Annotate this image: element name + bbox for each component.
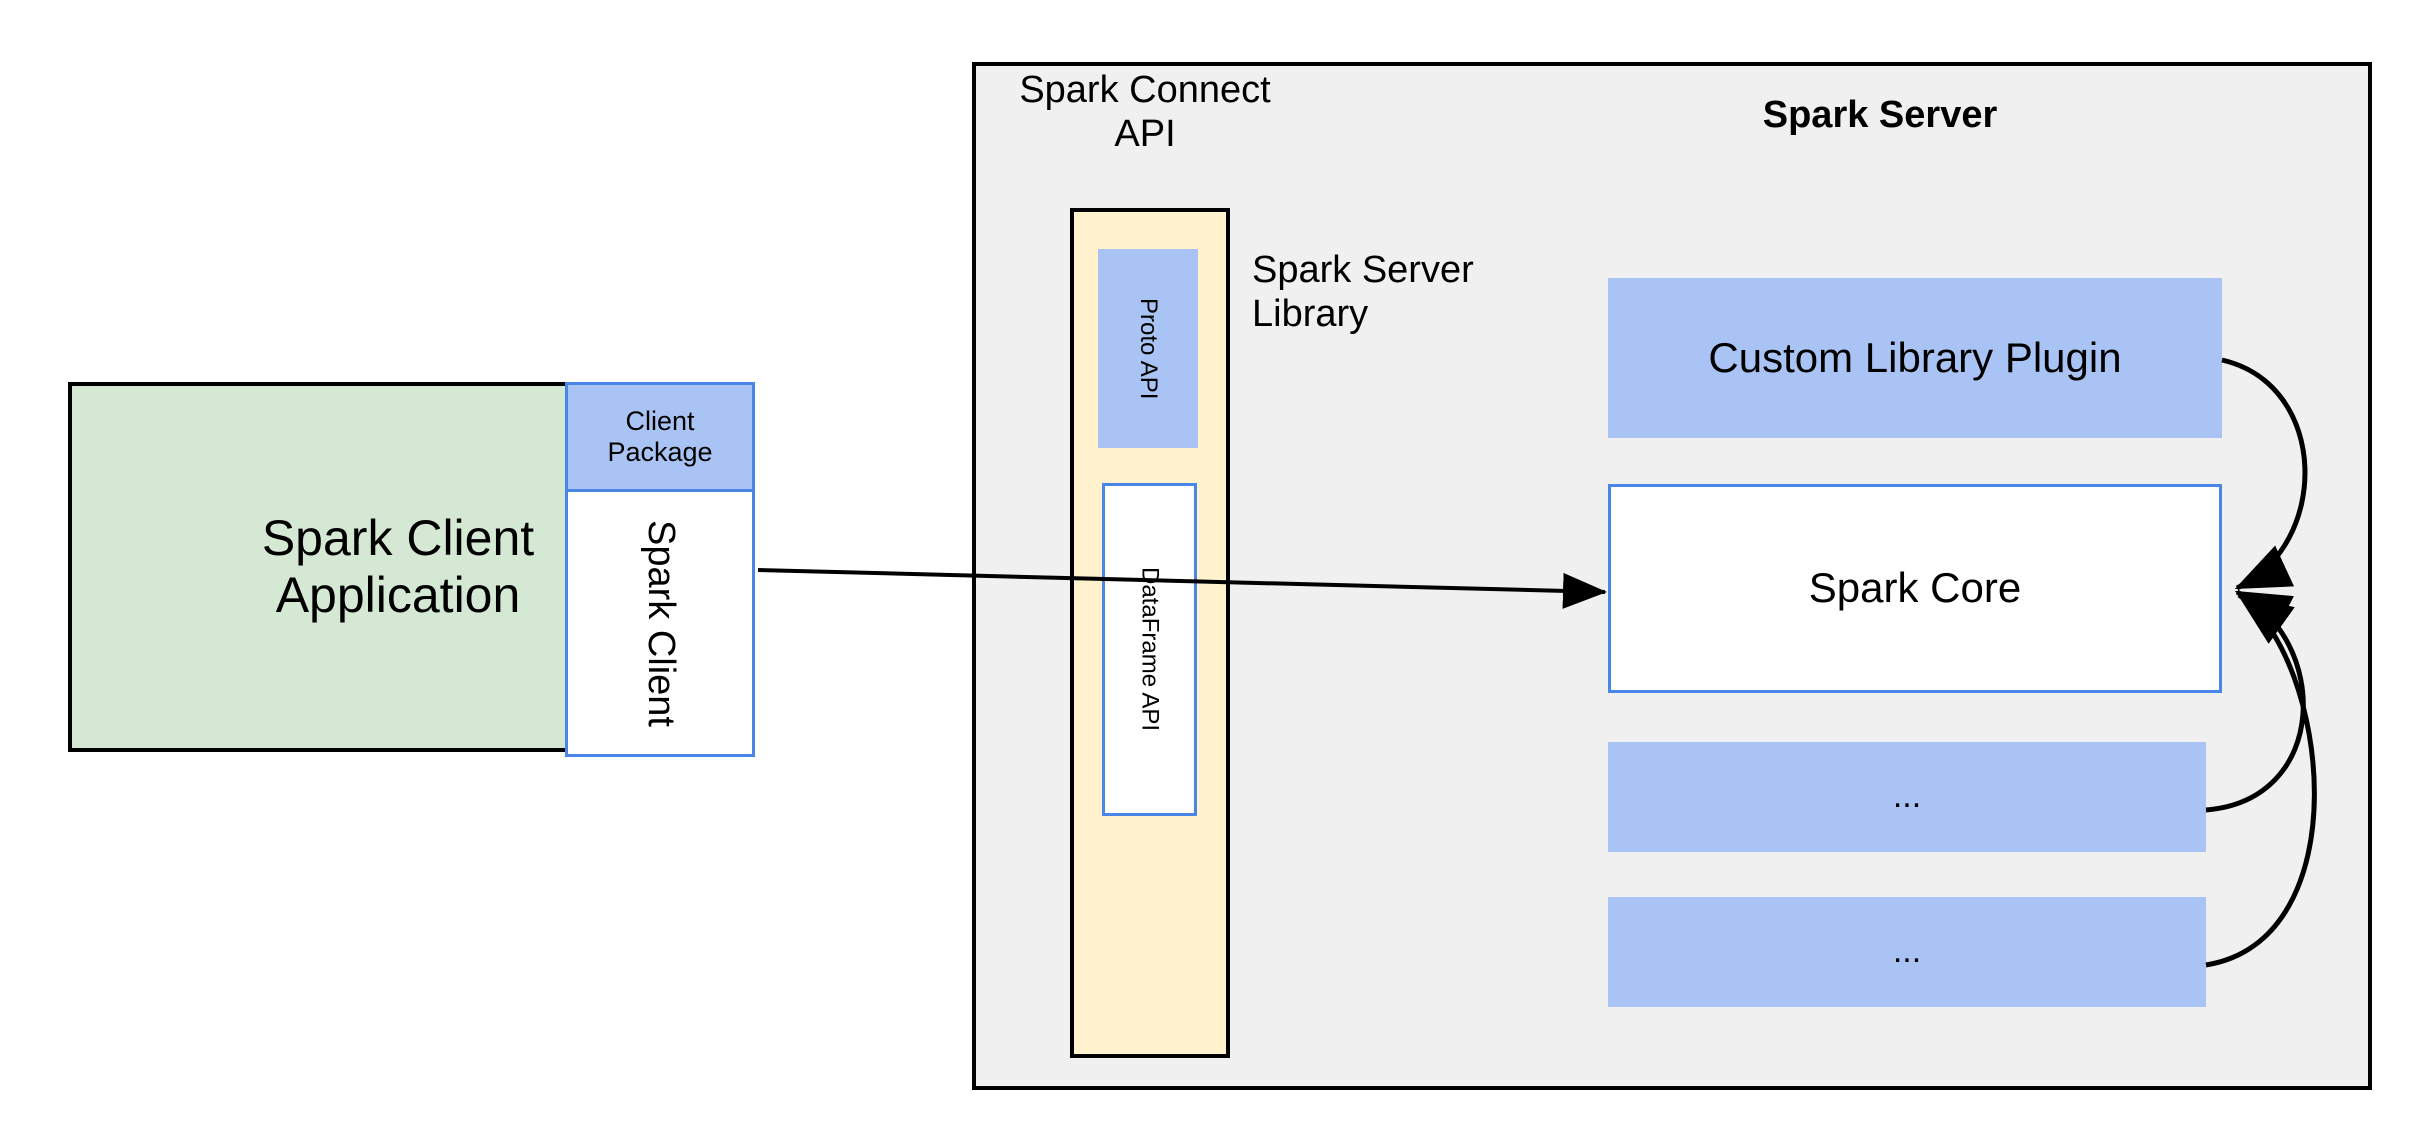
server-library-line2: Library [1252,293,1369,335]
spark-client-application-label: Spark Client Application [262,510,534,625]
spark-server-library-label: Spark Server Library [1252,245,1552,341]
spark-client-box[interactable]: Spark Client [565,489,755,757]
proto-api-box[interactable]: Proto API [1098,249,1198,448]
plugin-placeholder-label-2: ... [1892,932,1922,971]
spark-core-box[interactable]: Spark Core [1608,484,2222,693]
server-library-line1: Spark Server [1252,249,1474,292]
client-package-label: Client Package [607,406,712,468]
connect-api-line2: API [1114,113,1176,155]
proto-api-label: Proto API [1134,297,1162,400]
dataframe-api-box[interactable]: DataFrame API [1102,483,1197,816]
plugin-placeholder-box-1[interactable]: ... [1608,742,2206,852]
custom-library-plugin-box[interactable]: Custom Library Plugin [1608,278,2222,438]
application-label-line1: Spark Client [261,509,535,566]
connect-api-line1: Spark Connect [1019,69,1271,112]
plugin-placeholder-label-1: ... [1892,777,1922,816]
plugin-placeholder-box-2[interactable]: ... [1608,897,2206,1007]
spark-connect-api-label: Spark Connect API [1000,68,1290,158]
client-package-box[interactable]: Client Package [565,382,755,492]
spark-core-label: Spark Core [1808,564,2022,612]
client-package-line2: Package [607,437,713,467]
spark-server-title: Spark Server [1762,94,1998,137]
custom-library-plugin-label: Custom Library Plugin [1708,333,2122,381]
dataframe-api-label: DataFrame API [1136,567,1164,732]
application-label-line2: Application [275,567,521,623]
client-package-line1: Client [625,405,695,436]
spark-client-label: Spark Client [639,519,682,727]
